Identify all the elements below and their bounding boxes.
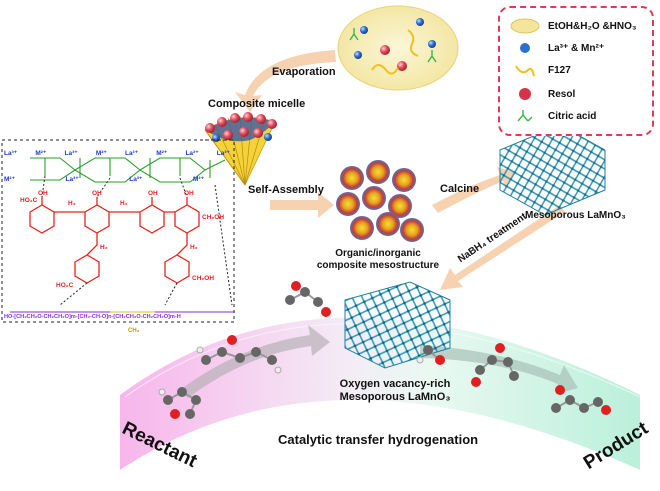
band-arrow-right — [420, 345, 578, 394]
resol-ho2c-2: HO₂C — [56, 282, 74, 289]
polymer-chain-icon — [515, 65, 535, 77]
label-organic-2: composite mesostructure — [316, 260, 440, 271]
nabh4-arrow — [440, 205, 565, 290]
legend-label: La³⁺ & Mn²⁺ — [548, 42, 605, 54]
label-self-assembly: Self-Assembly — [248, 184, 324, 196]
legend-item-resol: Resol — [510, 86, 575, 102]
legend-label: EtOH&H₂O &HNO₃ — [548, 20, 637, 32]
resol-h2-2: H₂ — [120, 200, 128, 207]
legend-label: F127 — [548, 64, 571, 76]
label-ov-2: Mesoporous LaMnO₃ — [339, 391, 451, 403]
chemistry-callout — [1, 139, 235, 323]
resol-oh-3: OH — [148, 190, 158, 197]
resol-structure — [29, 197, 200, 284]
legend-label: Citric acid — [548, 110, 597, 122]
metal-ion-bottom-row: M²⁺La³⁺La³⁺M²⁺ — [4, 176, 204, 183]
f127-ch3: CH₃ — [128, 328, 140, 334]
legend-item-citric-acid: Citric acid — [510, 108, 596, 124]
hydrogen-donor-molecule — [416, 345, 445, 365]
resol-oh-4: OH — [184, 190, 194, 197]
label-calcine: Calcine — [440, 183, 480, 195]
legend-item-solvent: EtOH&H₂O &HNO₃ — [510, 18, 637, 34]
ellipse-icon — [510, 18, 540, 34]
resol-ch2oh-1: CH₂OH — [202, 214, 225, 221]
composite-micelle — [204, 112, 277, 186]
intermediate-molecule — [285, 281, 331, 317]
resol-h2-4: H₂ — [190, 244, 198, 251]
resol-h2-3: H₂ — [100, 244, 108, 251]
self-assembly-arrow — [270, 192, 334, 218]
solution-bubble — [337, 5, 459, 91]
reactant-molecule-1 — [196, 335, 282, 374]
calcine-arrow — [432, 167, 515, 213]
resol-ho2c: HO₂C — [20, 197, 38, 204]
resol-ch2oh-2: CH₂OH — [192, 275, 215, 282]
oxygen-vacancy-lattice — [344, 281, 451, 369]
citric-network — [30, 157, 226, 183]
legend-label: Resol — [548, 88, 576, 100]
band-arrow-left — [180, 325, 330, 398]
label-mesoporous: Mesoporous LaMnO₃ — [525, 210, 626, 221]
legend-item-f127: F127 — [510, 62, 571, 78]
f127-formula: HO-[CH₂CH₂O-CH₂CH₂O]m-[CH₂-CH-O]n-[CH₂CH… — [4, 314, 181, 320]
label-organic-1: Organic/inorganic — [335, 248, 421, 259]
resol-h2-1: H₂ — [68, 200, 76, 207]
resol-oh-2: OH — [92, 190, 102, 197]
red-ball-icon — [519, 88, 531, 100]
blue-ball-icon — [520, 43, 530, 53]
label-evaporation: Evaporation — [272, 66, 336, 78]
label-cth: Catalytic transfer hydrogenation — [278, 432, 479, 447]
product-molecule-1 — [471, 343, 519, 387]
label-composite-micelle: Composite micelle — [208, 98, 306, 110]
label-ov-1: Oxygen vacancy-rich — [339, 378, 451, 390]
product-molecule-2 — [551, 385, 611, 415]
metal-ion-top-row: La³⁺M²⁺La³⁺M²⁺La³⁺M²⁺La³⁺La³⁺ — [4, 150, 230, 157]
resol-oh-1: OH — [38, 190, 48, 197]
legend-item-metal-ions: La³⁺ & Mn²⁺ — [510, 40, 604, 56]
citric-acid-icon — [517, 110, 533, 122]
mesoporous-lattice-top — [499, 124, 606, 216]
evaporation-arrow — [235, 50, 336, 112]
legend-box: EtOH&H₂O &HNO₃ La³⁺ & Mn²⁺ F127 Resol Ci… — [498, 6, 654, 136]
reactant-molecule-2 — [158, 387, 201, 419]
mesostructure-bundle — [336, 160, 424, 242]
